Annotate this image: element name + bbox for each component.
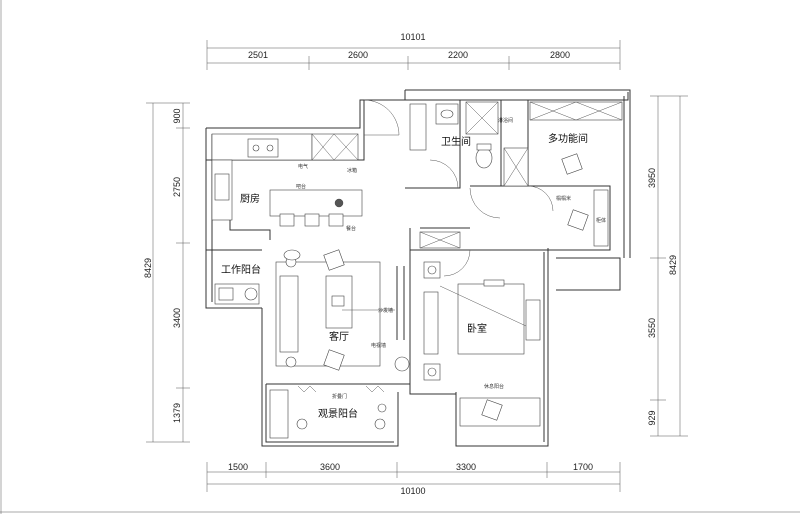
washer-icon bbox=[214, 283, 260, 305]
tatami-label: 榻榻米 bbox=[556, 195, 571, 202]
bathroom-fixtures bbox=[409, 101, 499, 169]
left-dimension-2: 2750 bbox=[172, 177, 182, 197]
kitchen-counter bbox=[211, 133, 313, 221]
bedroom-fixtures bbox=[419, 231, 541, 427]
bottom-total-dimension: 10100 bbox=[400, 486, 425, 496]
left-dimension-lines bbox=[146, 102, 190, 443]
top-dimension-2: 2600 bbox=[348, 50, 368, 60]
cabinet-label: 柜体 bbox=[596, 217, 606, 224]
left-dimension-3: 3400 bbox=[172, 308, 182, 328]
work-balcony-label: 工作阳台 bbox=[221, 263, 261, 276]
right-dimension-2: 3550 bbox=[647, 318, 657, 338]
shower-label: 淋浴间 bbox=[498, 117, 513, 124]
kitchen-label: 厨房 bbox=[240, 192, 260, 205]
top-dimension-3: 2200 bbox=[448, 50, 468, 60]
fridge-icon bbox=[311, 133, 359, 161]
sofa-set bbox=[275, 249, 381, 371]
balcony-chair-icon bbox=[374, 418, 386, 430]
bedroom-label: 卧室 bbox=[467, 322, 487, 335]
view-balcony-cabinet bbox=[269, 389, 289, 439]
multi-room-fixtures bbox=[503, 101, 623, 247]
view-balcony-label: 观景阳台 bbox=[318, 407, 358, 420]
left-dimension-1: 900 bbox=[172, 108, 182, 123]
bottom-dimension-1: 1500 bbox=[228, 462, 248, 472]
right-dimension-3: 929 bbox=[647, 410, 657, 425]
top-total-dimension: 10101 bbox=[400, 32, 425, 42]
appliance-label: 电气 bbox=[298, 163, 308, 170]
bathroom-label: 卫生间 bbox=[441, 135, 471, 148]
bottom-dimension-4: 1700 bbox=[573, 462, 593, 472]
bottom-dimension-3: 3300 bbox=[456, 462, 476, 472]
lounge-balcony-label: 休息阳台 bbox=[484, 383, 504, 390]
bottom-dimension-2: 3600 bbox=[320, 462, 340, 472]
left-total-dimension: 8429 bbox=[143, 258, 153, 278]
living-room-label: 客厅 bbox=[329, 330, 349, 343]
bottom-dimension-lines bbox=[206, 462, 621, 492]
folding-door bbox=[297, 385, 385, 393]
multi-room-label: 多功能间 bbox=[548, 132, 588, 145]
folding-door-label: 折叠门 bbox=[332, 393, 347, 400]
balcony-stool-icon bbox=[377, 403, 387, 413]
top-dimension-1: 2501 bbox=[248, 50, 268, 60]
top-dimension-lines bbox=[206, 40, 621, 70]
right-dimension-1: 3950 bbox=[647, 168, 657, 188]
dining-table-label: 餐台 bbox=[346, 225, 356, 232]
door-swings bbox=[363, 99, 554, 277]
living-plant-icon bbox=[394, 356, 410, 372]
tv-wall-label: 电视墙 bbox=[371, 342, 386, 349]
balcony-table-icon bbox=[296, 418, 308, 430]
top-dimension-4: 2800 bbox=[550, 50, 570, 60]
bar-counter-label: 吧台 bbox=[296, 183, 306, 190]
left-dimension-4: 1379 bbox=[172, 403, 182, 423]
right-total-dimension: 8429 bbox=[668, 255, 678, 275]
right-dimension-lines bbox=[650, 95, 688, 437]
bar-counter bbox=[269, 189, 363, 227]
sofa-wall-label: 沙发墙 bbox=[378, 307, 393, 314]
fridge-label: 冰箱 bbox=[347, 167, 357, 174]
